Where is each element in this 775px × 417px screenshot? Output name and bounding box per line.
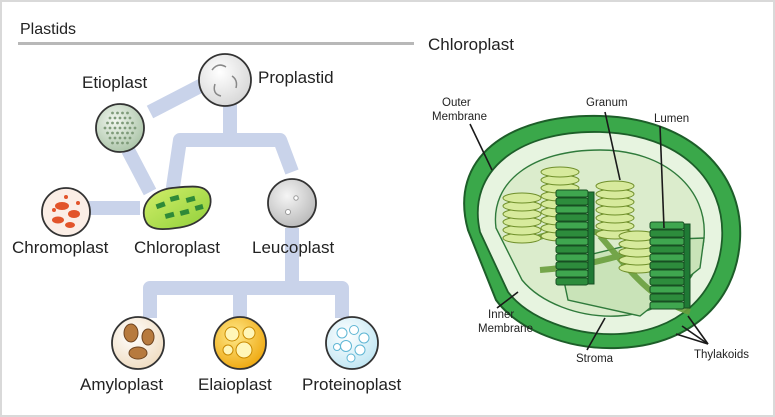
chromoplast-icon (41, 187, 91, 237)
leucoplast (267, 178, 317, 228)
pointer-lines (469, 111, 709, 351)
lineage-connectors (88, 75, 349, 318)
amyloplast-label: Amyloplast (80, 375, 163, 394)
proplastid (198, 53, 252, 107)
proteinoplast-label: Proteinoplast (302, 375, 402, 394)
chloroplast-panel-title: Chloroplast (428, 35, 514, 54)
connector-proplastid-leucoplast (230, 133, 299, 175)
etioplast-label: Etioplast (82, 73, 147, 92)
elaioplast-label: Elaioplast (198, 375, 272, 394)
proteinoplast (325, 316, 379, 370)
leucoplast-icon (267, 178, 317, 228)
outer-membrane-label-line1: Outer (442, 97, 471, 109)
inner-membrane-label-line1: Inner (488, 309, 514, 321)
thylakoid-stacks (555, 189, 691, 310)
connector-etioplast-chloroplast (121, 146, 157, 196)
plastids-title: Plastids (20, 21, 76, 38)
lumen-label: Lumen (654, 113, 689, 125)
thylakoids-label: Thylakoids (694, 349, 749, 361)
chromoplast (41, 187, 91, 237)
chloroplast-small (142, 185, 212, 230)
connector-proplastid-chloroplast (165, 100, 237, 196)
etioplast (95, 103, 145, 153)
header-rule (18, 42, 414, 45)
elaioplast (213, 316, 267, 370)
proplastid-label: Proplastid (258, 68, 334, 87)
inner-membrane-label-line2: Membrane (478, 323, 533, 335)
outer-membrane-label-line2: Membrane (432, 111, 487, 123)
chromoplast-label: Chromoplast (12, 238, 109, 257)
stroma-label: Stroma (576, 353, 614, 365)
proplastid-icon (198, 53, 252, 107)
granum-label: Granum (586, 97, 628, 109)
leucoplast-label: Leucoplast (252, 238, 335, 257)
amyloplast (111, 316, 165, 370)
chloroplast-label: Chloroplast (134, 238, 220, 257)
connector-etioplast-proplastid (146, 75, 212, 119)
chloroplast-cross-section (463, 114, 742, 350)
amyloplast-icon (111, 316, 165, 370)
